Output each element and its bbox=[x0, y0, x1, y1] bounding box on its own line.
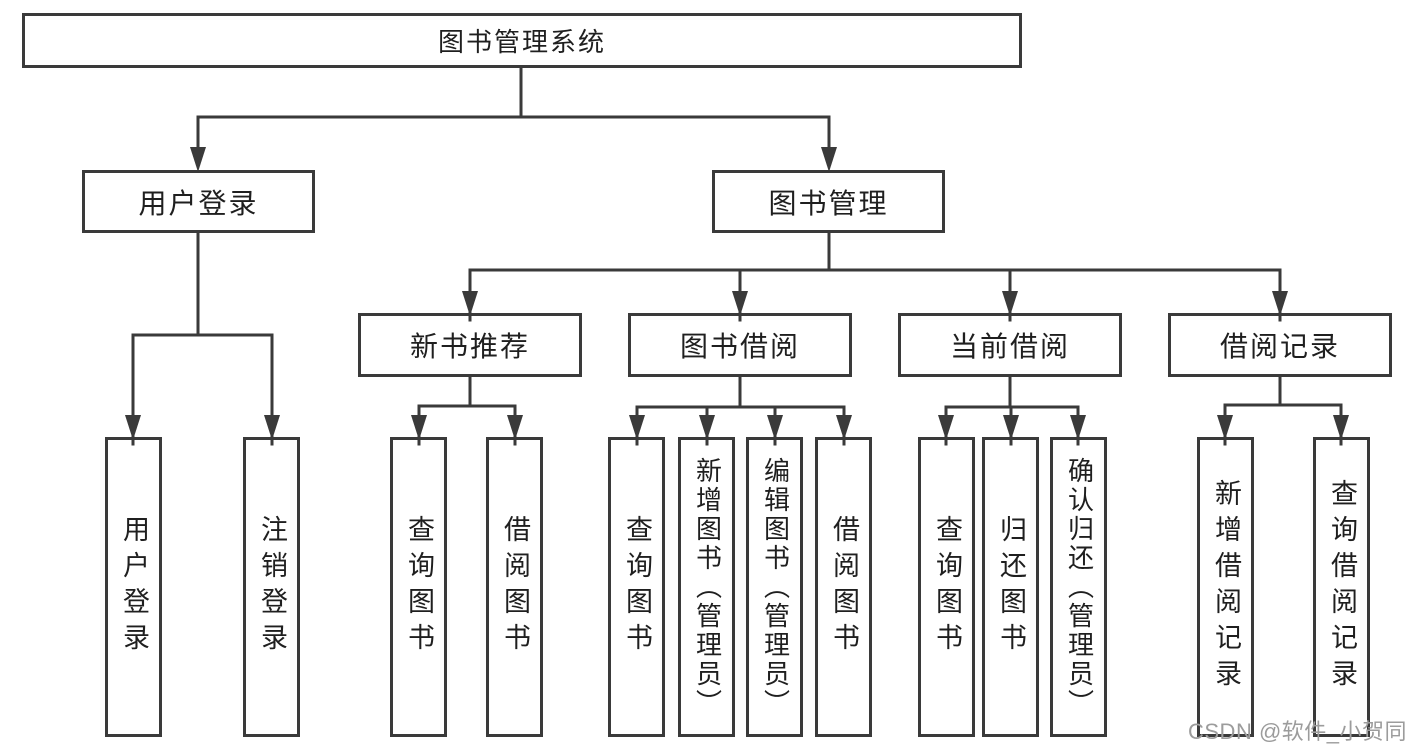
node-leaf-add-book-admin: 新增图书（管理员） bbox=[678, 437, 735, 737]
node-label: 新增借阅记录 bbox=[1211, 479, 1242, 695]
node-leaf-add-borrow-record: 新增借阅记录 bbox=[1197, 437, 1254, 737]
node-leaf-user-login: 用户登录 bbox=[105, 437, 162, 737]
csdn-watermark: CSDN @软件_小贺同学 bbox=[1188, 719, 1405, 744]
node-label: 用户登录 bbox=[119, 515, 150, 659]
tree-edges bbox=[131, 66, 1343, 446]
arrowhead bbox=[190, 147, 206, 172]
node-label: 查询图书 bbox=[404, 515, 435, 659]
node-label: 图书管理系统 bbox=[437, 27, 606, 57]
node-leaf-borrow-books-1: 借阅图书 bbox=[486, 437, 543, 737]
node-leaf-return-books: 归还图书 bbox=[982, 437, 1039, 737]
node-leaf-query-books-1: 查询图书 bbox=[390, 437, 447, 737]
node-label: 图书管理 bbox=[768, 187, 889, 219]
node-label: 查询借阅记录 bbox=[1327, 479, 1358, 695]
node-library-management-system: 图书管理系统 bbox=[22, 13, 1022, 68]
node-label: 借阅图书 bbox=[500, 515, 531, 659]
node-leaf-query-books-3: 查询图书 bbox=[918, 437, 975, 737]
node-book-borrowing: 图书借阅 bbox=[628, 313, 852, 377]
node-label: 注销登录 bbox=[257, 515, 288, 659]
node-leaf-borrow-books-2: 借阅图书 bbox=[815, 437, 872, 737]
node-leaf-confirm-return-admin: 确认归还（管理员） bbox=[1050, 437, 1107, 737]
node-label: 借阅图书 bbox=[829, 515, 860, 659]
node-leaf-query-books-2: 查询图书 bbox=[608, 437, 665, 737]
node-label: 新增图书（管理员） bbox=[692, 456, 723, 718]
node-label: 新书推荐 bbox=[409, 331, 530, 362]
node-user-login: 用户登录 bbox=[82, 170, 315, 233]
node-label: 借阅记录 bbox=[1219, 331, 1340, 362]
node-leaf-logout: 注销登录 bbox=[243, 437, 300, 737]
node-label: 编辑图书（管理员） bbox=[760, 456, 791, 718]
node-label: 查询图书 bbox=[932, 515, 963, 659]
node-leaf-query-borrow-record: 查询借阅记录 bbox=[1313, 437, 1370, 737]
node-label: 查询图书 bbox=[622, 515, 653, 659]
node-borrowing-records: 借阅记录 bbox=[1168, 313, 1392, 377]
node-label: 确认归还（管理员） bbox=[1064, 456, 1095, 718]
node-label: 图书借阅 bbox=[679, 331, 800, 362]
node-label: 当前借阅 bbox=[949, 331, 1070, 362]
node-label: 归还图书 bbox=[996, 515, 1027, 659]
node-current-borrowing: 当前借阅 bbox=[898, 313, 1122, 377]
node-new-book-recommendation: 新书推荐 bbox=[358, 313, 582, 377]
node-label: 用户登录 bbox=[138, 187, 259, 219]
arrowhead bbox=[821, 147, 837, 172]
node-book-management: 图书管理 bbox=[712, 170, 945, 233]
node-leaf-edit-book-admin: 编辑图书（管理员） bbox=[746, 437, 803, 737]
